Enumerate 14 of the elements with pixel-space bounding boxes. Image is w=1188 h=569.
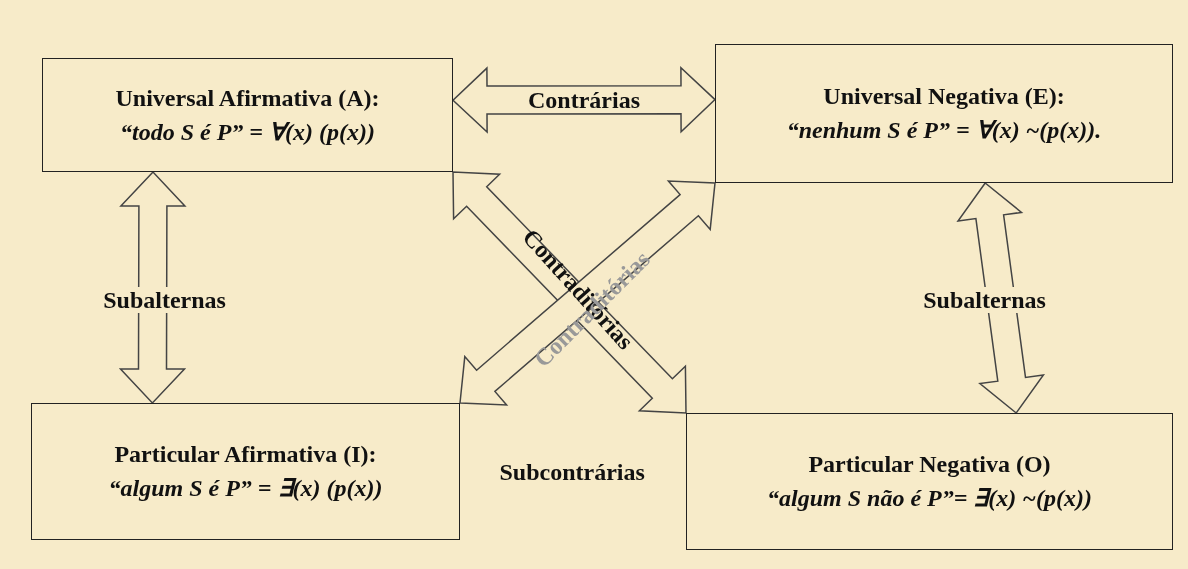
box-heading: Particular Afirmativa (I): bbox=[114, 441, 377, 468]
edge-label: Subalternas bbox=[921, 287, 1048, 314]
box-heading: Universal Negativa (E): bbox=[823, 83, 1065, 110]
edge-label: Subalternas bbox=[101, 286, 228, 313]
statement-box bbox=[686, 413, 1173, 550]
statement-box bbox=[715, 44, 1173, 183]
formula-text: “algum S não é P”= ∃(x) ~(p(x)) bbox=[767, 484, 1092, 512]
statement-box bbox=[42, 58, 453, 172]
formula-text: “algum S é P” = ∃(x) (p(x)) bbox=[108, 474, 383, 502]
formula-text: “todo S é P” = ∀(x) (p(x)) bbox=[120, 117, 375, 146]
box-heading: Particular Negativa (O) bbox=[808, 451, 1051, 478]
box-heading: Universal Afirmativa (A): bbox=[115, 84, 380, 112]
formula-text: “nenhum S é P” = ∀(x) ~(p(x)). bbox=[786, 116, 1102, 144]
statement-box bbox=[31, 403, 460, 540]
